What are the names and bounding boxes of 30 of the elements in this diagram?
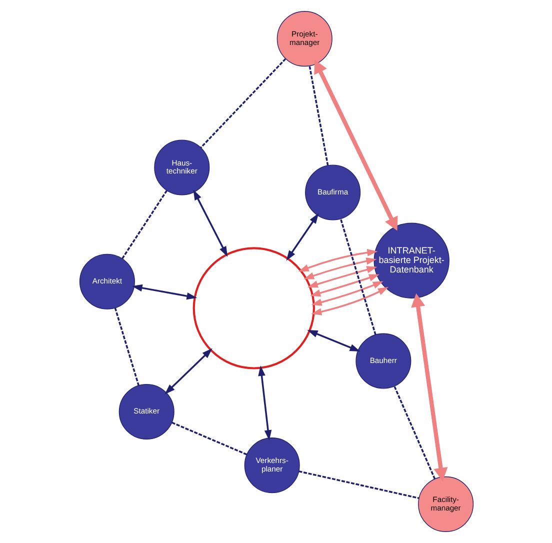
node-circle: Haus- techniker bbox=[154, 140, 210, 196]
connector bbox=[121, 190, 167, 260]
arrow bbox=[298, 249, 378, 272]
node-circle: INTRANET- basierte Projekt- Datenbank bbox=[373, 222, 449, 298]
arrow bbox=[258, 366, 272, 441]
arrow bbox=[286, 213, 318, 261]
arrow bbox=[164, 348, 212, 394]
node-circle: Baufirma bbox=[304, 164, 360, 220]
arrow bbox=[303, 258, 376, 280]
arrow bbox=[310, 287, 388, 316]
arrow bbox=[314, 60, 398, 231]
connector bbox=[393, 386, 436, 480]
arrow bbox=[192, 190, 228, 257]
arrow bbox=[310, 274, 379, 297]
node-circle: Projekt- manager bbox=[276, 11, 332, 67]
arrow bbox=[306, 266, 377, 288]
connector bbox=[200, 58, 286, 148]
arrow bbox=[310, 281, 383, 306]
connector bbox=[339, 218, 376, 335]
arrow bbox=[131, 284, 197, 300]
arrow bbox=[410, 293, 448, 482]
connector bbox=[171, 422, 247, 456]
connector bbox=[298, 470, 419, 500]
connector bbox=[308, 66, 328, 166]
node-circle: Architekt bbox=[78, 254, 134, 310]
arrow bbox=[306, 330, 360, 352]
connector bbox=[114, 308, 139, 386]
node-circle: Verkehrs- planer bbox=[244, 438, 300, 494]
node-circle: Bauherr bbox=[355, 333, 411, 389]
node-circle: Facility- manager bbox=[418, 476, 474, 532]
